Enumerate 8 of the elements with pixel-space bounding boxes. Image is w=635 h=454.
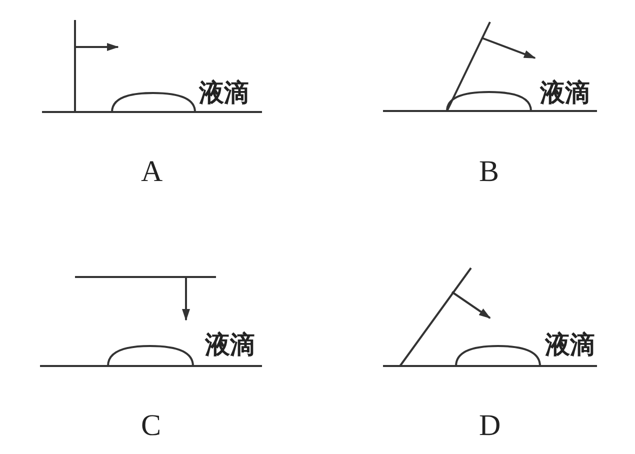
option-letter: D (479, 411, 501, 441)
drop-label: 液滴 (205, 332, 255, 357)
option-letter: B (479, 157, 500, 187)
drop-label: 液滴 (540, 80, 590, 105)
option-letter: A (141, 157, 163, 187)
drop-label: 液滴 (545, 332, 595, 357)
drop-label: 液滴 (199, 80, 249, 105)
option-letter: C (141, 411, 162, 441)
